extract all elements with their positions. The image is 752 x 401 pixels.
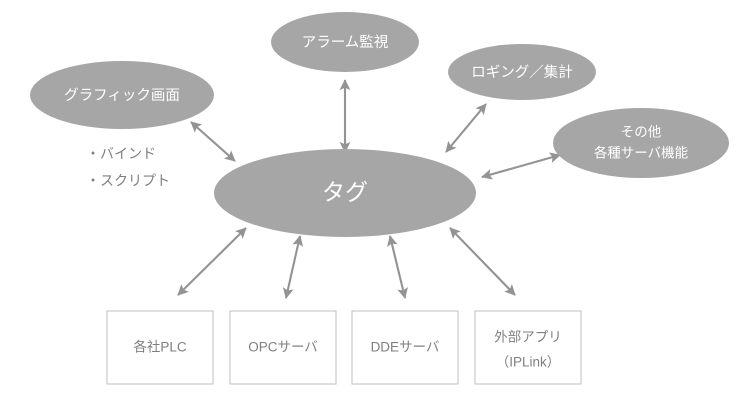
box-external-app-label-line1: 外部アプリ bbox=[494, 330, 562, 345]
box-external-app-shape[interactable] bbox=[474, 310, 582, 385]
connector-other-servers-to-tag bbox=[481, 152, 561, 180]
connector-opc-to-tag bbox=[282, 235, 304, 299]
node-graphic-screen-label: グラフィック画面 bbox=[64, 87, 180, 104]
connector-plc-to-tag bbox=[177, 227, 247, 296]
node-other-server-functions[interactable]: その他 各種サーバ機能 bbox=[553, 108, 729, 178]
annotation-list: ・バインド ・スクリプト bbox=[86, 146, 170, 189]
node-logging-aggregation[interactable]: ロギング／集計 bbox=[448, 44, 596, 100]
box-external-app-label-line2: （IPLink） bbox=[496, 355, 561, 370]
box-vendor-plc[interactable]: 各社PLC bbox=[106, 310, 214, 385]
connector-external-app-to-tag bbox=[449, 227, 516, 296]
box-opc-server[interactable]: OPCサーバ bbox=[229, 310, 337, 385]
node-logging-aggregation-shape[interactable] bbox=[448, 44, 596, 100]
node-tag-hub-label: タグ bbox=[322, 179, 368, 205]
annotation-script: ・スクリプト bbox=[86, 173, 170, 189]
box-dde-server[interactable]: DDEサーバ bbox=[351, 310, 459, 385]
node-logging-aggregation-label: ロギング／集計 bbox=[471, 64, 573, 81]
box-vendor-plc-label: 各社PLC bbox=[133, 340, 187, 355]
box-external-app[interactable]: 外部アプリ （IPLink） bbox=[474, 310, 582, 385]
box-opc-server-shape[interactable] bbox=[229, 310, 337, 385]
node-graphic-screen-shape[interactable] bbox=[30, 61, 214, 129]
node-other-server-functions-label-line1: その他 bbox=[621, 125, 662, 140]
box-dde-server-shape[interactable] bbox=[351, 310, 459, 385]
node-alarm-monitoring-label: アラーム監視 bbox=[302, 34, 389, 51]
box-dde-server-label: DDEサーバ bbox=[371, 340, 440, 355]
box-opc-server-label: OPCサーバ bbox=[248, 340, 318, 355]
node-alarm-monitoring[interactable]: アラーム監視 bbox=[271, 12, 419, 72]
connector-graphic-to-tag bbox=[190, 121, 236, 162]
connector-logging-to-tag bbox=[445, 103, 487, 153]
box-vendor-plc-shape[interactable] bbox=[106, 310, 214, 385]
node-other-server-functions-label-line2: 各種サーバ機能 bbox=[594, 146, 688, 161]
connector-layer bbox=[177, 79, 561, 299]
connector-dde-to-tag bbox=[387, 235, 408, 299]
annotation-bind: ・バインド bbox=[86, 146, 156, 162]
node-other-server-functions-shape[interactable] bbox=[553, 108, 729, 178]
node-alarm-monitoring-shape[interactable] bbox=[271, 12, 419, 72]
node-tag-hub-shape[interactable] bbox=[214, 149, 476, 237]
node-graphic-screen[interactable]: グラフィック画面 bbox=[30, 61, 214, 129]
node-tag-hub[interactable]: タグ bbox=[214, 149, 476, 237]
